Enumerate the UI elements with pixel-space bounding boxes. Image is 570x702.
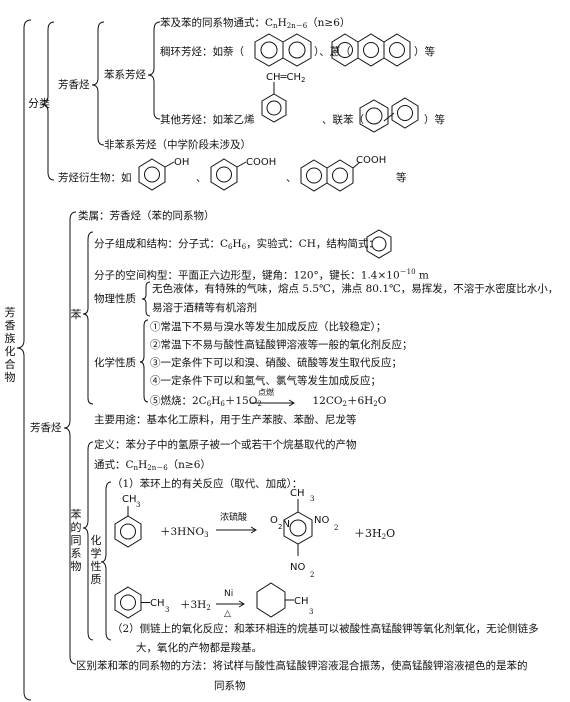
- styrene-ch-label: CH═CH2: [266, 72, 306, 84]
- homolog-general-formula: 通式：CnH2n－6（n≥6）: [94, 459, 211, 472]
- biphenyl-structure: [359, 97, 419, 133]
- toluene2-ch3-label: CH: [150, 598, 165, 609]
- plus-water: ＋3H2O: [354, 527, 396, 542]
- distinguish-method-line1: 区别苯和苯的同系物的方法：将试样与酸性高锰酸钾溶液混合振荡，使高锰酸钾溶液褪色的…: [76, 660, 528, 672]
- phenol-oh-label: OH: [174, 157, 189, 168]
- toluene-ch3-subscript: 3: [136, 501, 141, 509]
- toluene-ch3-label: CH: [122, 494, 137, 505]
- combustion-arrow: [250, 399, 295, 407]
- spatial-configuration-text: 分子的空间构型：平面正六边形型，键角：120°，键长：1.4×10－10 m: [94, 268, 429, 282]
- physical-properties-label: 物理性质: [94, 293, 136, 305]
- chem-property-4: ④一定条件下可以和氢气、氯气等发生加成反应；: [150, 375, 381, 387]
- main-uses-text: 主要用途：基本化工原料，用于生产苯胺、苯酚、尼龙等: [94, 414, 357, 426]
- cyclohexane-ch3-subscript: 3: [309, 608, 314, 616]
- category-text: 类属：芳香烃（苯的同系物）: [78, 210, 215, 222]
- molecular-composition-text: 分子组成和结构：分子式：C6H6，实验式：CH，结构简式：: [94, 238, 379, 251]
- benzene-structure: [366, 229, 392, 259]
- other-aromatic-text-b: 、联苯（: [322, 114, 364, 126]
- plus-hydrogen: ＋3H2: [180, 599, 211, 612]
- tnt-no2-bottom-sub: 2: [310, 571, 315, 579]
- aromatic-derivatives-text: 芳烃衍生物：如: [58, 172, 132, 184]
- hydrogenation-arrow: [216, 600, 245, 608]
- naphthalene-structure: [254, 33, 312, 67]
- fused-ring-text-a: 稠环芳烃：如萘（: [160, 46, 244, 58]
- benzene-label: 苯: [70, 308, 82, 321]
- chem-property-1: ①常温下不易与溴水等发生加成反应（比较稳定）；: [150, 321, 387, 333]
- ignition-condition-label: 点燃: [258, 388, 274, 397]
- nickel-catalyst: Ni: [224, 589, 234, 599]
- cyclohexane-ch3-label: CH: [294, 596, 309, 607]
- derivative-sep-2: 、: [286, 172, 297, 184]
- benzene-homolog-label: 苯的同系物: [70, 508, 82, 573]
- benzene-series-label: 苯系芳烃: [104, 69, 146, 81]
- naphthoic-acid-structure: COOH: [300, 155, 386, 192]
- sulfuric-acid-condition: 浓硫酸: [220, 513, 248, 523]
- chem-property-5-combustion: ⑤燃烧：2C6H6＋15O2 12CO2＋6H2O: [150, 395, 387, 408]
- tnt-structure: CH O NO NO: [270, 488, 329, 573]
- homolog-definition-text: 定义：苯分子中的氢原子被一个或若干个烷基取代的产物: [94, 439, 357, 451]
- derivative-etc: 等: [396, 172, 407, 184]
- styrene-structure: [261, 82, 287, 123]
- chem-property-3: ③一定条件下可以和溴、硝酸、硫酸等发生取代反应；: [150, 357, 402, 369]
- side-chain-oxidation-line1: （2）侧链上的氧化反应：和苯环相连的烷基可以被酸性高锰酸钾等氧化剂氧化，无论侧链…: [112, 623, 539, 635]
- plus-nitric-acid: ＋3HNO3: [160, 526, 209, 539]
- tnt-no2-label-right: NO: [314, 515, 329, 526]
- ring-reaction-heading: （1）苯环上的有关反应（取代、加成）：: [112, 478, 303, 490]
- chem-property-2: ②常温下不易与酸性高锰酸钾溶液等一般的氧化剂反应；: [150, 339, 413, 351]
- other-aromatic-text-c: ）等: [424, 114, 445, 126]
- toluene-structure-2: CH: [114, 586, 165, 619]
- phenol-structure: OH: [138, 157, 189, 191]
- nitration-arrow: [216, 526, 257, 534]
- homolog-chem-properties-label: 化学性质: [90, 534, 102, 586]
- benzoic-cooh-label: COOH: [246, 157, 276, 168]
- root-label: 芳香族化合物: [4, 306, 16, 384]
- side-chain-oxidation-line2: 大，氧化的产物都是羧基。: [136, 642, 262, 654]
- tnt-o2n-label: O: [270, 515, 278, 526]
- other-aromatic-text-a: 其他芳烃：如苯乙烯: [160, 114, 255, 126]
- tnt-ch3-label: CH: [290, 488, 305, 499]
- tnt-no2-right-sub: 2: [334, 524, 339, 532]
- aromatic-section-label: 芳香烃: [30, 422, 62, 434]
- toluene2-ch3-subscript: 3: [165, 606, 170, 614]
- tnt-ch3-subscript: 3: [310, 495, 315, 503]
- chemical-properties-label: 化学性质: [94, 357, 136, 369]
- heat-condition: △: [224, 609, 231, 619]
- physical-properties-line2: 易溶于酒精等有机溶剂: [152, 302, 257, 314]
- physical-properties-line1: 无色液体，有特殊的气味，熔点 5.5℃，沸点 80.1℃，易挥发，不溶于水密度比…: [152, 283, 559, 295]
- classification-label: 分类: [28, 97, 50, 110]
- naphthoic-cooh-label: COOH: [356, 155, 386, 166]
- anthracene-structure: [331, 33, 411, 67]
- fused-ring-text-c: ）等: [414, 46, 435, 58]
- tnt-no2-label-bottom: NO: [290, 562, 305, 573]
- methylcyclohexane-structure: CH: [256, 582, 309, 618]
- aromatic-hydrocarbon-label: 芳香烃: [58, 79, 90, 91]
- distinguish-method-line2: 同系物: [214, 680, 246, 692]
- benzoic-acid-structure: COOH: [210, 157, 276, 191]
- homolog-formula-text: 苯及苯的同系物通式：CnH2n－6（n≥6）: [160, 17, 351, 30]
- non-benzene-aromatic-text: 非苯系芳烃（中学阶段未涉及）: [104, 139, 251, 151]
- derivative-sep-1: 、: [196, 172, 207, 184]
- tnt-o2n-sub: 2N: [278, 519, 290, 531]
- toluene-structure-1: CH: [114, 494, 142, 548]
